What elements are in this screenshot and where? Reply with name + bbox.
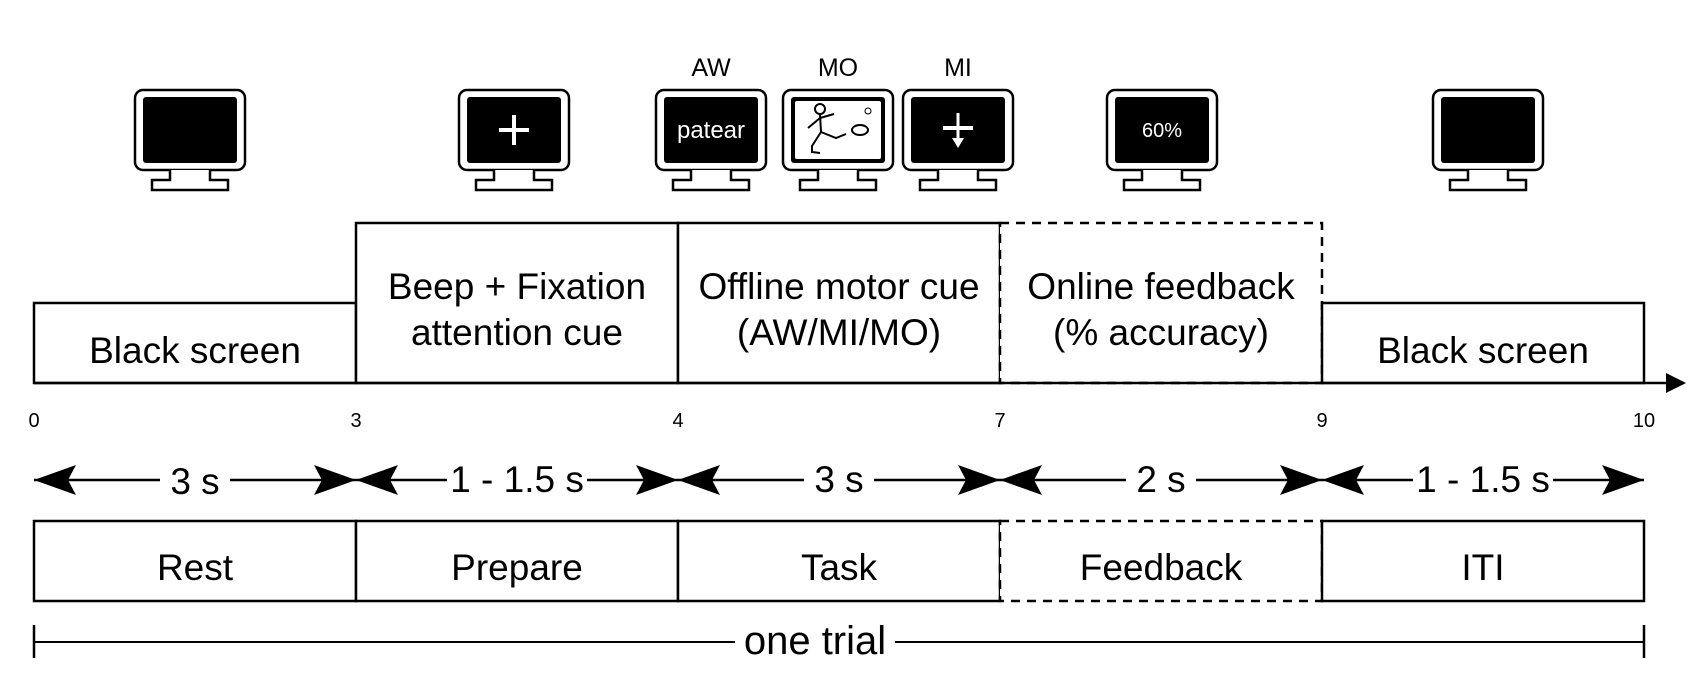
stimulus-online-feedback-line2: (% accuracy) [1053, 312, 1269, 353]
monitor-label-mi: MI [944, 54, 972, 82]
stimulus-beep-fixation-line2: attention cue [411, 312, 623, 353]
monitor-mo: MO [781, 54, 895, 192]
monitor-word-cue: patear [677, 117, 745, 144]
phase-row: Rest Prepare Task Feedback ITI [32, 519, 1646, 603]
duration-row: 3 s 1 - 1.5 s 3 s 2 s 1 [34, 458, 1644, 502]
duration-arrow-feedback: 2 s [1000, 458, 1322, 502]
monitor-accuracy-text: 60% [1142, 120, 1182, 142]
phase-label-rest: Rest [157, 547, 234, 588]
fixation-plus-icon [499, 115, 529, 145]
monitor-feedback: 60% [1105, 88, 1219, 192]
tick-10: 10 [1633, 410, 1655, 432]
phase-label-prepare: Prepare [451, 547, 583, 588]
stimulus-motor-cue-line1: Offline motor cue [698, 266, 979, 307]
monitor-label-aw: AW [691, 54, 731, 82]
duration-arrow-rest: 3 s [34, 458, 356, 502]
duration-arrow-iti: 1 - 1.5 s [1322, 458, 1644, 502]
tick-9: 9 [1316, 410, 1327, 432]
monitor-mi: MI [901, 54, 1015, 192]
tick-4: 4 [672, 410, 683, 432]
kick-figure-icon [807, 103, 872, 154]
stimulus-row: Black screen Beep + Fixation attention c… [32, 221, 1646, 385]
tick-0: 0 [28, 410, 39, 432]
trial-span-label: one trial [744, 619, 886, 663]
stimulus-black-screen-start: Black screen [89, 330, 301, 371]
trial-span-bracket: one trial [32, 618, 1646, 666]
stimulus-online-feedback-line1: Online feedback [1027, 266, 1295, 307]
duration-label-iti: 1 - 1.5 s [1416, 459, 1550, 500]
monitor-label-mo: MO [818, 54, 858, 82]
phase-label-task: Task [801, 547, 878, 588]
phase-label-iti: ITI [1461, 547, 1504, 588]
duration-label-task: 3 s [814, 459, 863, 500]
stimulus-beep-fixation-line1: Beep + Fixation [388, 266, 646, 307]
time-axis: 0 3 4 7 9 10 [28, 373, 1686, 432]
duration-label-prepare: 1 - 1.5 s [450, 459, 584, 500]
duration-label-rest: 3 s [170, 461, 219, 502]
tick-3: 3 [350, 410, 361, 432]
monitor-iti [1431, 88, 1545, 192]
stimulus-black-screen-end: Black screen [1377, 330, 1589, 371]
duration-arrow-prepare: 1 - 1.5 s [356, 458, 678, 502]
duration-arrow-task: 3 s [678, 458, 1000, 502]
tick-7: 7 [994, 410, 1005, 432]
monitor-rest [133, 88, 247, 192]
plus-arrow-icon [943, 113, 973, 148]
stimulus-motor-cue-line2: (AW/MI/MO) [737, 312, 941, 353]
phase-label-feedback: Feedback [1080, 547, 1243, 588]
monitor-aw: AW patear [654, 54, 768, 192]
monitor-prepare [457, 88, 571, 192]
duration-label-feedback: 2 s [1136, 459, 1185, 500]
